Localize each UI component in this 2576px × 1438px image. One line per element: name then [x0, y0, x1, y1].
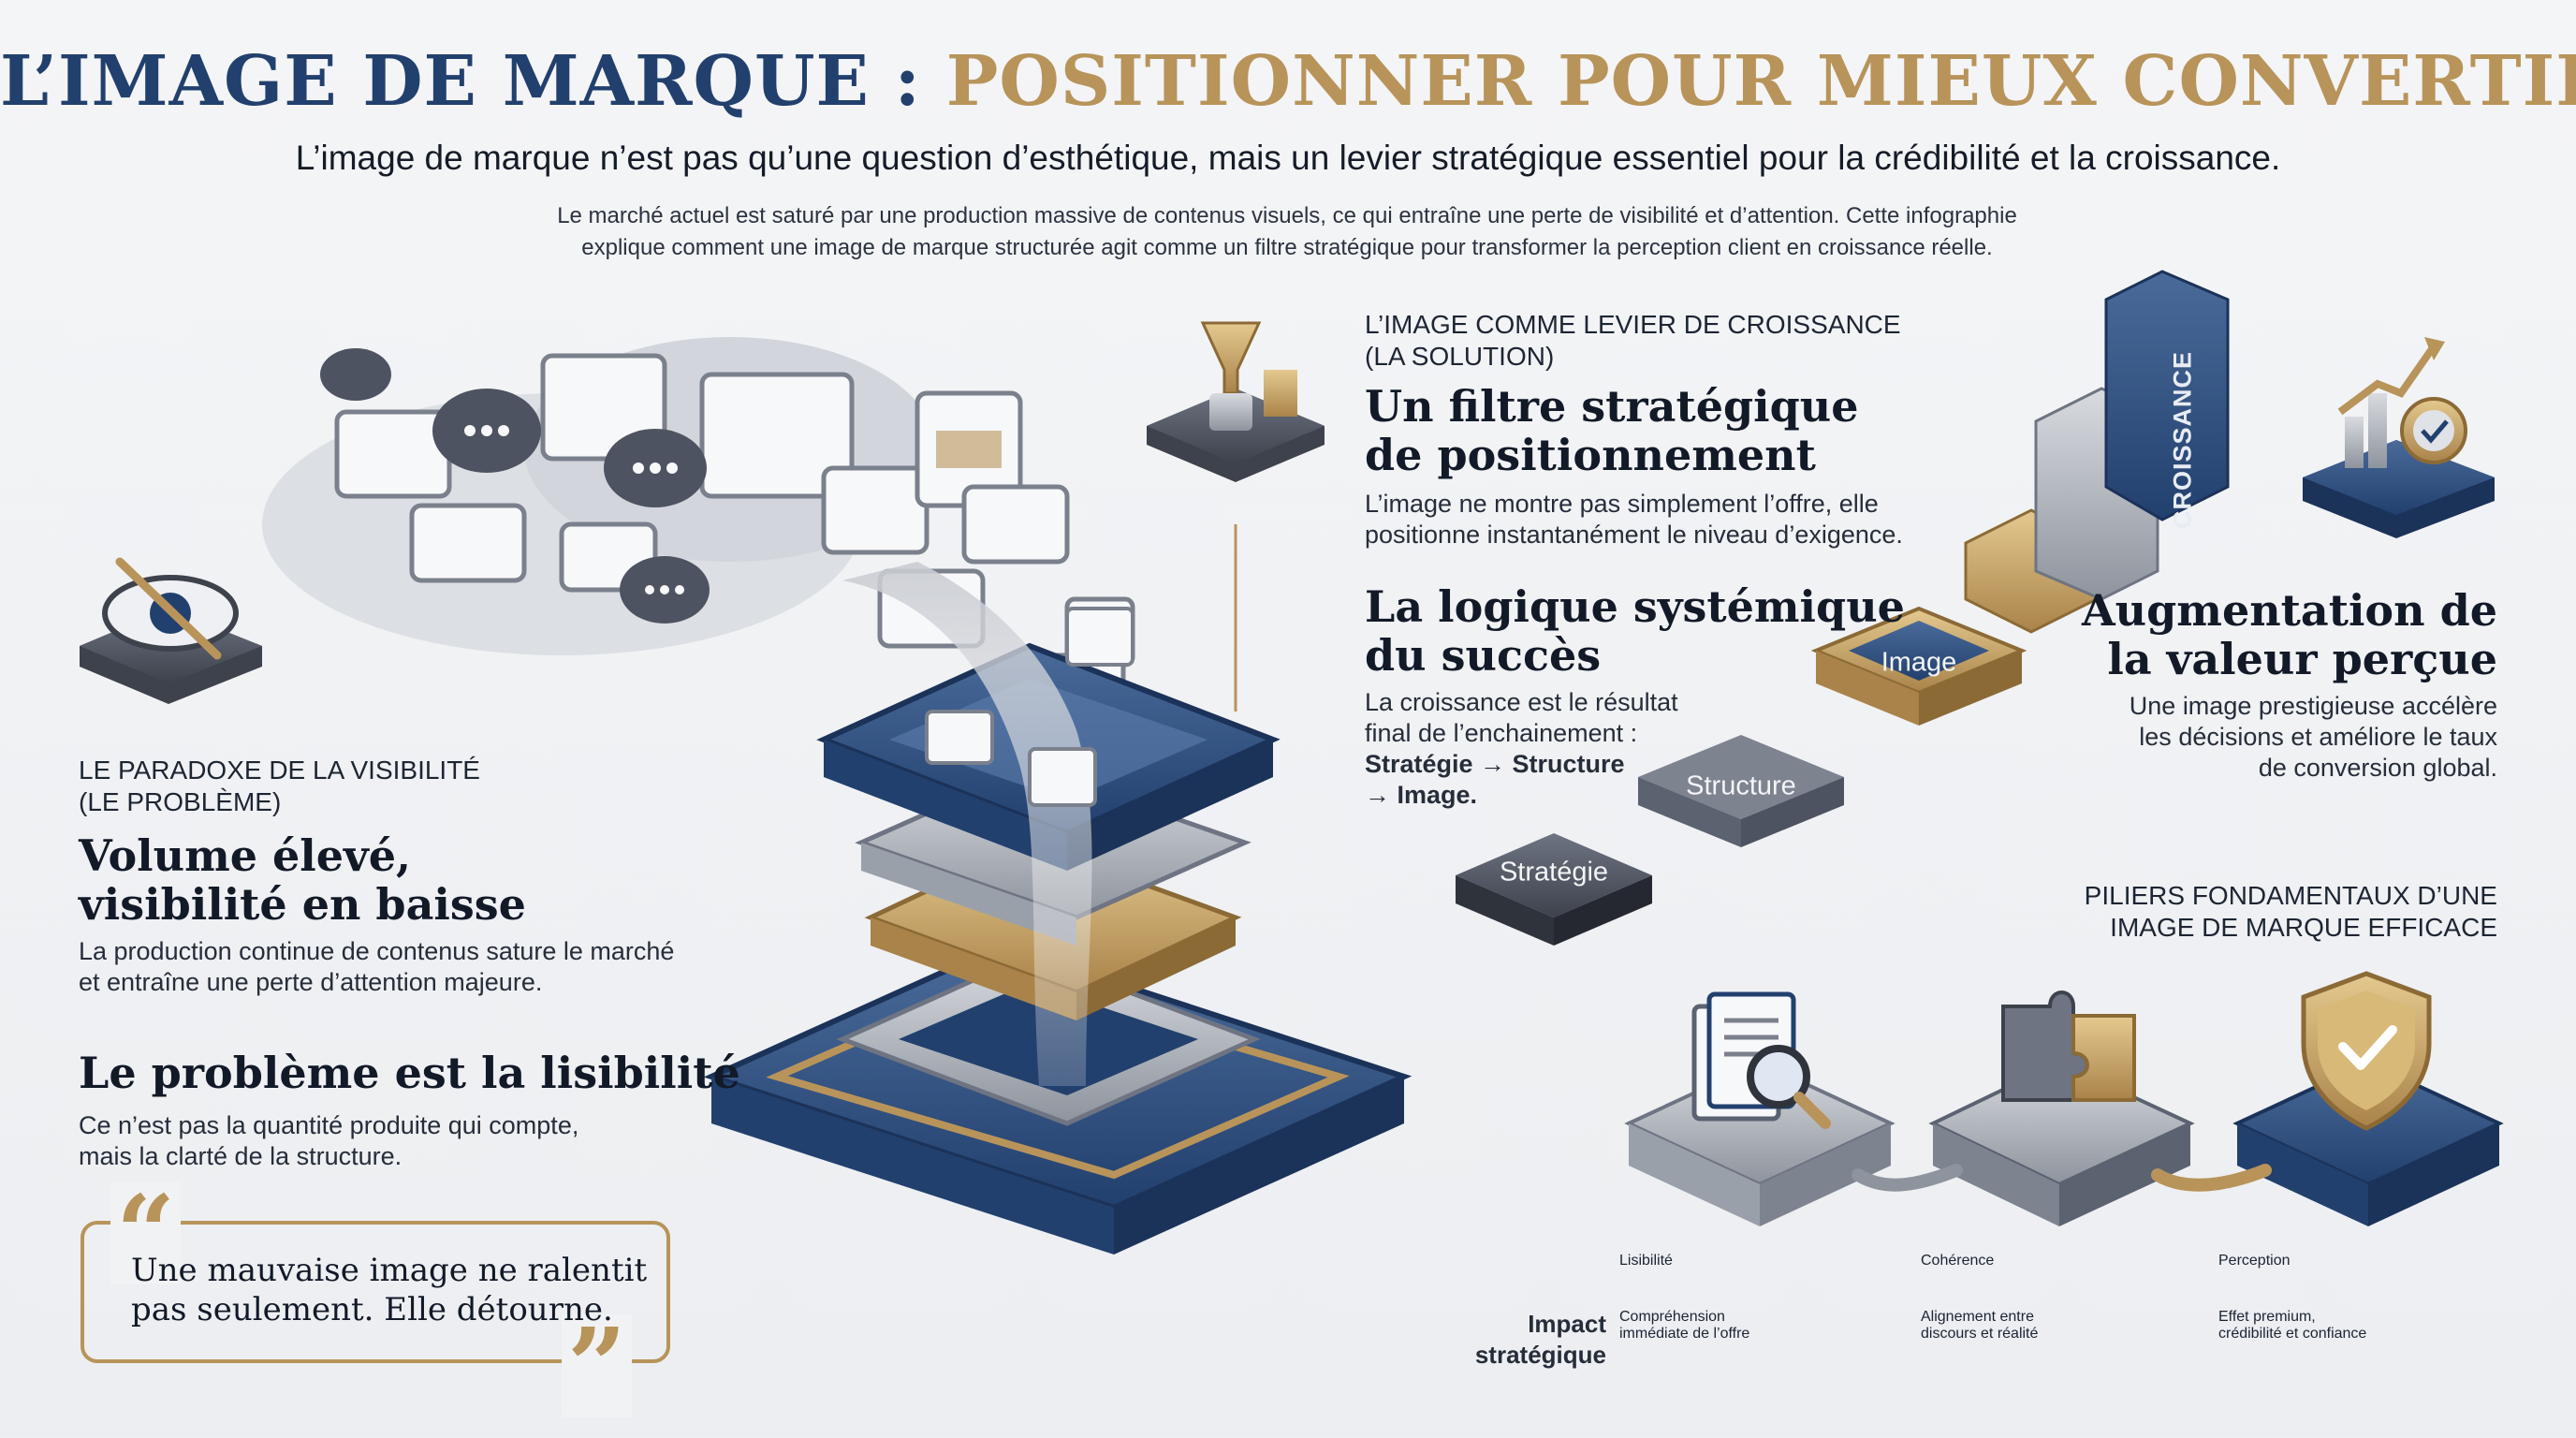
growth-heading: Augmentation de la valeur perçue — [2081, 585, 2497, 684]
filter-hourglass-icon — [1147, 321, 1325, 482]
document-magnifier-icon — [1691, 991, 1831, 1129]
problem-label: LE PARADOXE DE LA VISIBILITÉ (LE PROBLÈM… — [79, 756, 480, 816]
title-part-1: L’IMAGE DE MARQUE : — [0, 41, 921, 122]
hidden-eye-icon — [80, 557, 262, 704]
logic-heading: La logique systémique du succès — [1365, 581, 1905, 681]
intro-text: Le marché actuel est saturé par une prod… — [449, 200, 2125, 264]
growth-bars-illustration — [1964, 270, 2230, 634]
growth-text: Une image prestigieuse accélère les déci… — [2129, 692, 2497, 782]
pillars-label: PILIERS FONDAMENTAUX D’UNE IMAGE DE MARQ… — [2084, 881, 2497, 942]
logic-text: La croissance est le résultat final de l… — [1365, 688, 1678, 809]
legibility-heading: Le problème est la lisibilité — [79, 1048, 740, 1098]
pillar-desc-perception: Effet premium, crédibilité et confiance — [2218, 1309, 2367, 1342]
quote-close-mark: ” — [562, 1314, 633, 1417]
step-label-strategie: Stratégie — [1499, 857, 1609, 888]
step-block-structure — [1638, 735, 1844, 847]
intro-line-1: Le marché actuel est saturé par une prod… — [557, 203, 2017, 228]
impact-label: Impact stratégique — [1474, 1310, 1606, 1369]
step-label-image: Image — [1881, 647, 1957, 678]
growth-bar-label: CROISSANCE — [2168, 350, 2197, 530]
quote-text: Une mauvaise image ne ralentit pas seule… — [131, 1252, 648, 1328]
pillar-desc-lisibilite: Compréhension immédiate de l’offre — [1619, 1309, 1750, 1342]
pillar-title-lisibilite: Lisibilité — [1619, 1253, 1673, 1269]
pillar-title-coherence: Cohérence — [1921, 1253, 1995, 1269]
page-title: L’IMAGE DE MARQUE : POSITIONNER POUR MIE… — [0, 41, 2576, 122]
funnel-filter-illustration — [703, 562, 1412, 1255]
page-subtitle: L’image de marque n’est pas qu’une quest… — [295, 139, 2281, 177]
solution-text: L’image ne montre pas simplement l’offre… — [1365, 490, 1903, 549]
solution-heading: Un filtre stratégique de positionnement — [1365, 381, 1859, 480]
quote-open-mark: “ — [110, 1181, 182, 1284]
award-badge-icon — [2303, 337, 2495, 538]
shield-check-icon — [2301, 971, 2432, 1131]
title-part-2: POSITIONNER POUR MIEUX CONVERTIR — [945, 41, 2576, 122]
solution-label: L’IMAGE COMME LEVIER DE CROISSANCE (LA S… — [1365, 310, 1901, 371]
puzzle-icon — [2001, 990, 2136, 1102]
legibility-text: Ce n’est pas la quantité produite qui co… — [79, 1111, 579, 1170]
problem-text: La production continue de contenus satur… — [79, 937, 675, 996]
step-block-strategie — [1456, 833, 1652, 946]
intro-line-2: explique comment une image de marque str… — [581, 235, 1993, 260]
logic-step-blocks — [1456, 606, 2027, 946]
problem-heading: Volume élevé, visibilité en baisse — [79, 830, 526, 930]
step-label-structure: Structure — [1686, 770, 1796, 801]
quote-box — [80, 1221, 670, 1363]
step-block-image — [1810, 606, 2027, 726]
pillar-desc-coherence: Alignement entre discours et réalité — [1921, 1309, 2039, 1342]
pillar-title-perception: Perception — [2218, 1253, 2291, 1269]
